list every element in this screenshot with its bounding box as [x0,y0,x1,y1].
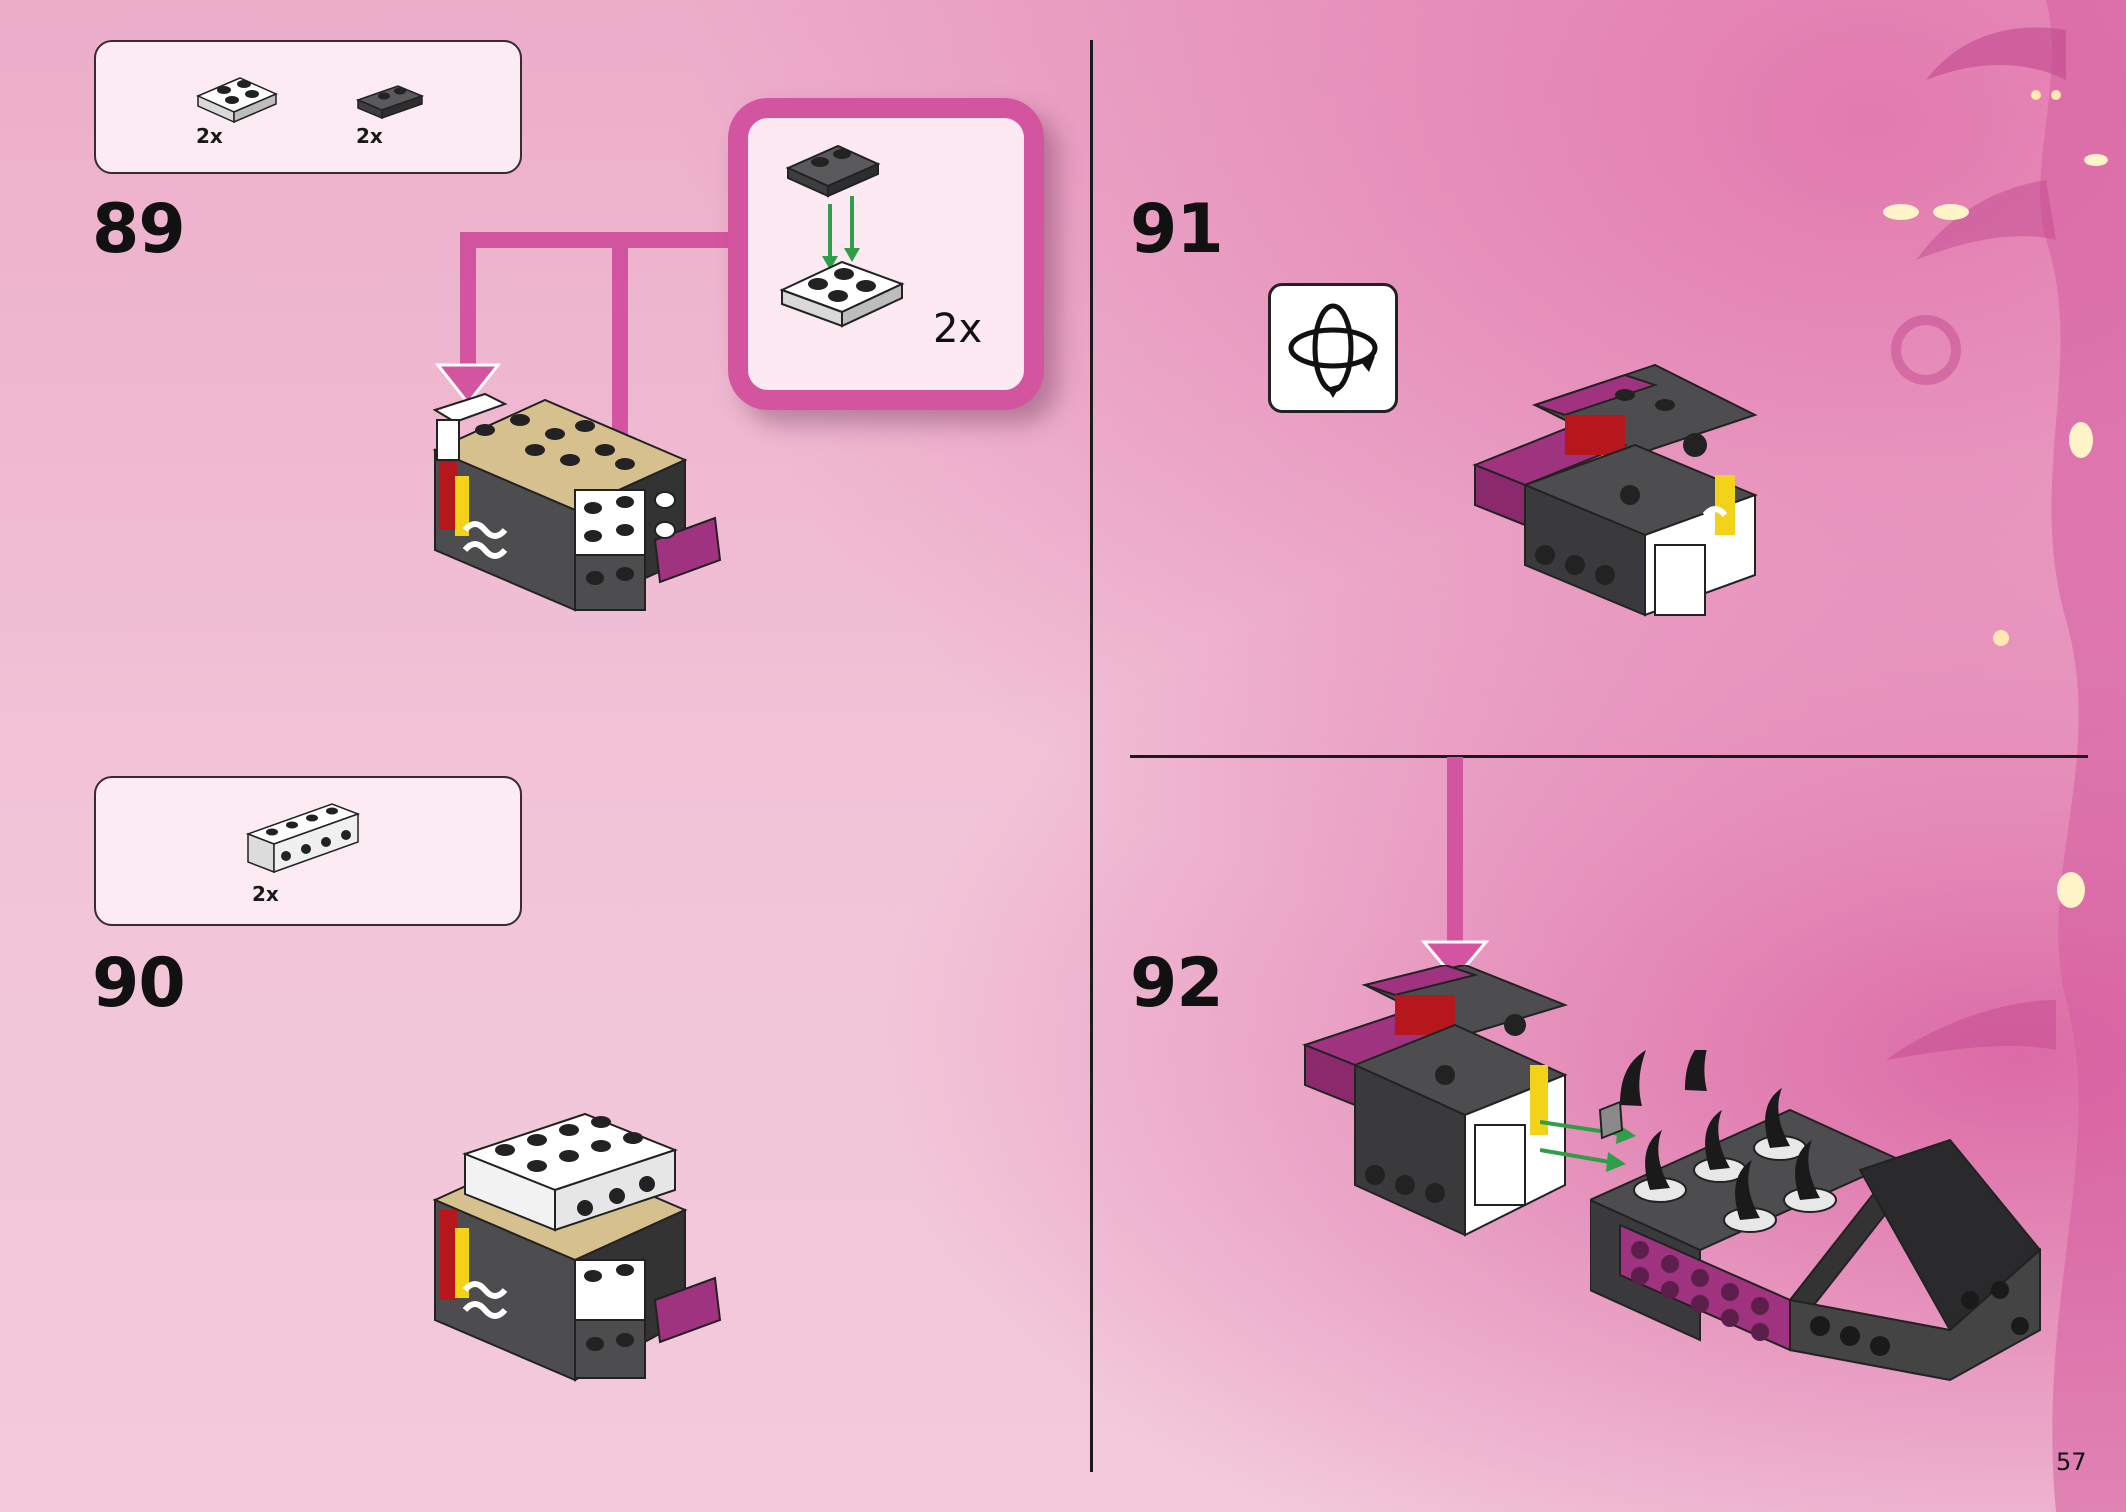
sub-assembly-diagram [779,144,905,328]
parts-box-step-90: 2x [94,776,522,926]
part-qty: 2x [252,882,279,906]
sub-assembly-callout: 2x [728,98,1044,410]
part-qty: 2x [356,124,383,148]
callout-quantity: 2x [933,306,983,352]
white-1x4-brick-with-side-studs-icon [245,803,361,874]
step-number: 92 [1130,944,1224,1023]
part-qty: 2x [196,124,223,148]
step-number: 91 [1130,190,1224,269]
rotate-model-box [1268,283,1398,413]
model-step-89 [432,392,722,612]
white-2x2-plate-icon [196,77,278,124]
step-number: 90 [92,944,186,1023]
model-step-92-head [1302,965,1569,1237]
parts-box-step-89: 2x 2x [94,40,522,174]
dark-gray-1x2-plate-icon [355,85,425,120]
model-step-91 [1472,363,1758,617]
page-number: 57 [2056,1448,2087,1476]
model-step-92-body [1590,1050,2042,1382]
step-divider-horizontal [1130,755,2088,758]
rotate-model-icon [1288,303,1378,398]
placement-arrow-step-92 [1420,757,1490,982]
model-step-90 [432,1112,722,1382]
step-number: 89 [92,190,186,269]
page-divider-vertical [1090,40,1093,1472]
